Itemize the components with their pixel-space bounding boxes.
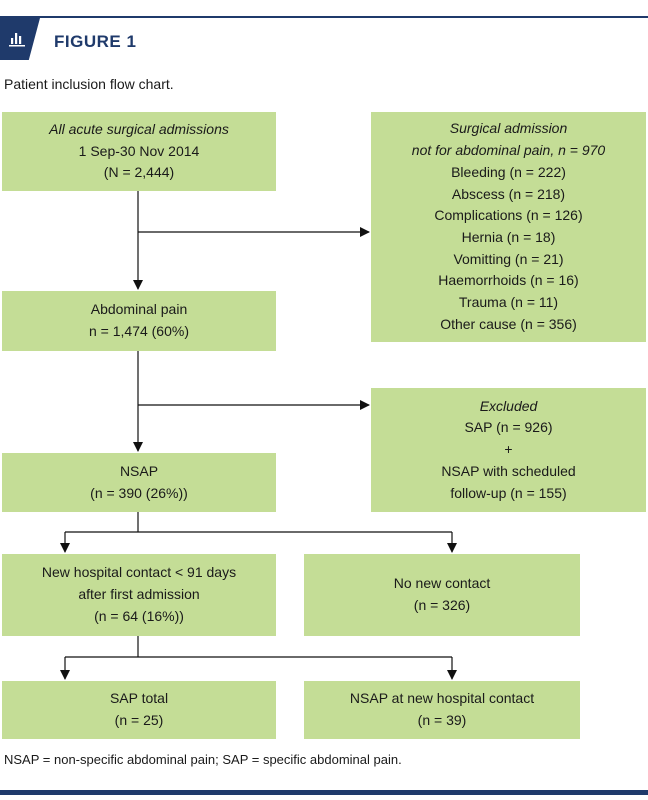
all-admissions-period: 1 Sep-30 Nov 2014: [78, 142, 200, 159]
box-non-abdominal: Surgical admission not for abdominal pai…: [371, 112, 646, 342]
top-rule: [0, 16, 648, 18]
non-abdominal-item: Haemorrhoids (n = 16): [438, 272, 579, 289]
non-abdominal-item: Bleeding (n = 222): [451, 163, 566, 180]
all-admissions-count: (N = 2,444): [103, 164, 175, 181]
nsap-new-contact-title: NSAP at new hospital contact: [349, 690, 535, 707]
new-contact-title: New hospital contact < 91 days: [41, 564, 237, 581]
no-new-contact-count: (n = 326): [413, 597, 471, 613]
box-all-admissions: All acute surgical admissions 1 Sep-30 N…: [2, 112, 276, 191]
box-abdominal-pain: Abdominal pain n = 1,474 (60%): [2, 291, 276, 351]
new-contact-count: (n = 64 (16%)): [94, 607, 184, 624]
box-excluded: Excluded SAP (n = 926) + NSAP with sched…: [371, 388, 646, 512]
box-sap-total: SAP total (n = 25): [2, 681, 276, 739]
box-nsap-new-contact: NSAP at new hospital contact (n = 39): [304, 681, 580, 739]
figure-caption: Patient inclusion flow chart.: [4, 76, 174, 92]
box-nsap: NSAP (n = 390 (26%)): [2, 453, 276, 512]
excluded-heading: Excluded: [479, 397, 538, 414]
no-new-contact-title: No new contact: [393, 575, 491, 592]
figure-title: FIGURE 1: [54, 32, 137, 51]
nsap-title: NSAP: [119, 462, 159, 479]
new-contact-subtitle: after first admission: [78, 586, 200, 603]
excluded-nsap-scheduled: NSAP with scheduled: [441, 462, 576, 479]
non-abdominal-item: Hernia (n = 18): [461, 229, 556, 245]
non-abdominal-item: Other cause (n = 356): [440, 315, 577, 332]
non-abdominal-heading-1: Surgical admission: [449, 120, 568, 137]
excluded-plus: +: [504, 441, 513, 458]
all-admissions-title: All acute surgical admissions: [49, 120, 229, 137]
abdominal-pain-title: Abdominal pain: [90, 301, 188, 318]
bar-chart-icon: [9, 33, 25, 47]
nsap-new-contact-count: (n = 39): [417, 712, 467, 728]
footnote: NSAP = non-specific abdominal pain; SAP …: [4, 752, 402, 767]
sap-total-title: SAP total: [109, 690, 169, 707]
sap-total-count: (n = 25): [114, 712, 164, 728]
non-abdominal-heading-2: not for abdominal pain, n = 970: [411, 142, 606, 159]
excluded-nsap-followup: follow-up (n = 155): [450, 484, 567, 501]
box-new-contact: New hospital contact < 91 days after fir…: [2, 554, 276, 636]
nsap-count: (n = 390 (26%)): [90, 484, 188, 501]
non-abdominal-item: Trauma (n = 11): [458, 294, 559, 311]
box-no-new-contact: No new contact (n = 326): [304, 554, 580, 636]
bottom-rule: [0, 790, 648, 795]
non-abdominal-item: Vomitting (n = 21): [453, 250, 564, 267]
abdominal-pain-count: n = 1,474 (60%): [88, 323, 189, 339]
non-abdominal-item: Complications (n = 126): [434, 207, 583, 224]
non-abdominal-item: Abscess (n = 218): [451, 185, 566, 202]
excluded-sap: SAP (n = 926): [464, 419, 553, 436]
